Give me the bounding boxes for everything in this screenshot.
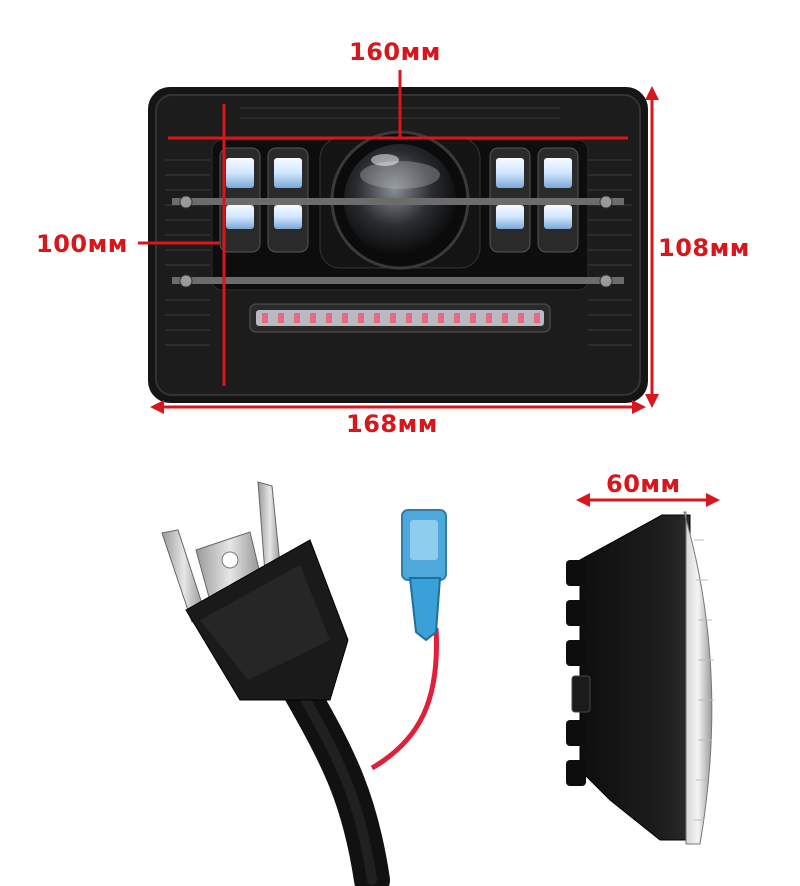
dimension-label-160: 160мм [349, 38, 441, 66]
headlight-front-view [148, 87, 648, 403]
headlight-side-view [566, 511, 714, 845]
drl-strip [249, 303, 551, 333]
dimension-label-168: 168мм [346, 410, 438, 438]
dimension-label-100: 100мм [36, 230, 128, 258]
dimension-label-108: 108мм [658, 234, 750, 262]
h4-plug-connector [161, 481, 390, 886]
dimension-label-60: 60мм [606, 470, 681, 498]
spade-terminal [370, 509, 447, 771]
dimension-lines [138, 70, 720, 507]
